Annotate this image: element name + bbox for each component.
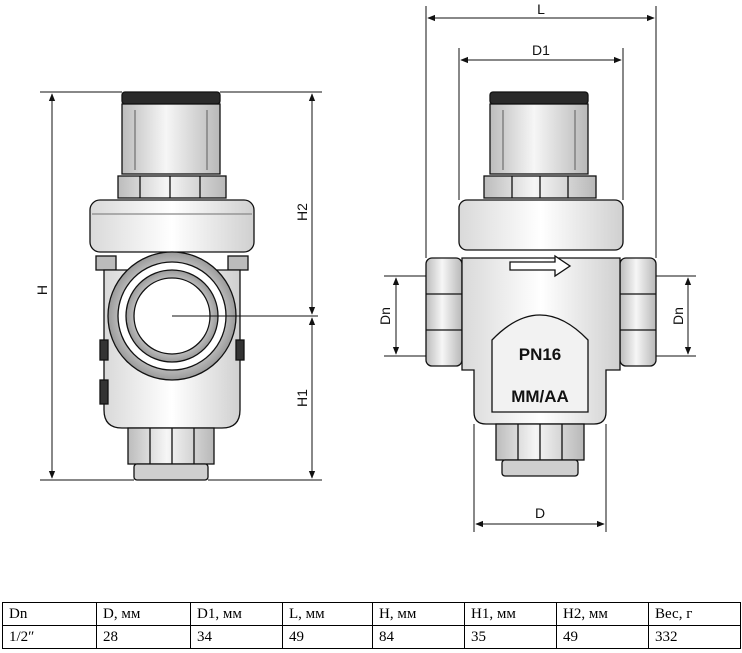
technical-drawing: H H2 H1 PN16	[34, 1, 696, 532]
dim-label-D: D	[535, 505, 545, 521]
dim-label-D1: D1	[532, 42, 550, 58]
dimension-D	[473, 424, 607, 532]
table-header-row: Dn D, мм D1, мм L, мм H, мм H1, мм H2, м…	[2, 602, 741, 626]
dimension-Dn-left	[384, 275, 426, 357]
table-cell: 332	[648, 625, 741, 649]
table-header-cell: L, мм	[282, 602, 373, 626]
table-cell: 49	[556, 625, 649, 649]
table-cell: 84	[372, 625, 465, 649]
dim-label-L: L	[537, 1, 545, 17]
dim-label-H: H	[34, 285, 50, 295]
dim-label-H2: H2	[294, 203, 310, 221]
table-header-cell: H, мм	[372, 602, 465, 626]
dimension-H	[40, 91, 134, 481]
body-marking-pressure: PN16	[519, 345, 562, 364]
front-view	[425, 91, 657, 477]
table-header-cell: D, мм	[96, 602, 191, 626]
side-view	[89, 91, 318, 481]
table-cell: 34	[190, 625, 283, 649]
dimension-H2	[220, 91, 322, 315]
dimension-L	[425, 6, 657, 258]
dimension-H1	[208, 317, 322, 481]
dim-label-Dn-left: Dn	[377, 307, 393, 325]
body-marking-code: MM/AA	[511, 387, 569, 406]
spec-table: Dn D, мм D1, мм L, мм H, мм H1, мм H2, м…	[2, 602, 741, 649]
table-header-cell: Dn	[2, 602, 97, 626]
table-header-cell: Вес, г	[648, 602, 741, 626]
dimension-D1	[458, 48, 624, 200]
dim-label-H1: H1	[294, 389, 310, 407]
table-header-cell: H2, мм	[556, 602, 649, 626]
dimension-Dn-right	[656, 275, 696, 357]
table-cell: 35	[464, 625, 557, 649]
table-cell: 28	[96, 625, 191, 649]
table-cell: 49	[282, 625, 373, 649]
table-header-cell: D1, мм	[190, 602, 283, 626]
table-cell: 1/2″	[2, 625, 97, 649]
table-row: 1/2″ 28 34 49 84 35 49 332	[2, 625, 741, 649]
table-header-cell: H1, мм	[464, 602, 557, 626]
dim-label-Dn-right: Dn	[670, 307, 686, 325]
